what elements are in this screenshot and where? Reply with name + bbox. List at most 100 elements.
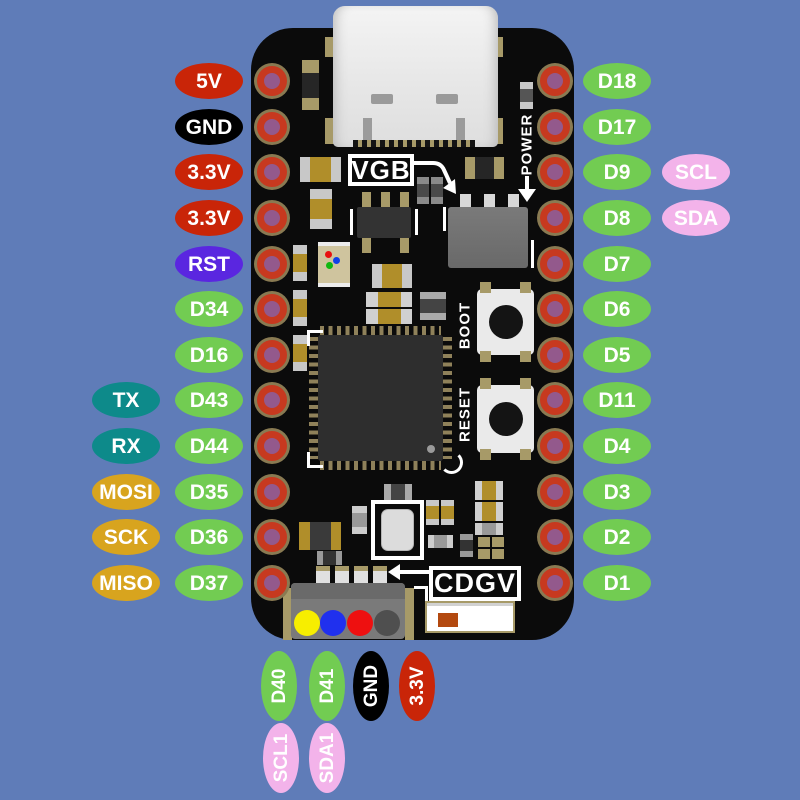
jst-wire-dot xyxy=(374,610,400,636)
pin-hole xyxy=(257,431,287,461)
switch-knob xyxy=(438,613,458,627)
cdgv-label: CDGV xyxy=(433,568,516,598)
pin-hole xyxy=(257,203,287,233)
capacitor xyxy=(366,292,412,307)
pin-hole xyxy=(540,112,570,142)
pin-label-d5: D5 xyxy=(583,337,651,373)
usb-slot xyxy=(371,94,393,104)
pin-label-d4: D4 xyxy=(583,428,651,464)
usb-pins-strip xyxy=(353,140,475,147)
pin-label-3.3v: 3.3V xyxy=(175,200,243,236)
pin-hole xyxy=(540,294,570,324)
pin-label-tx: TX xyxy=(92,382,160,418)
pin-hole xyxy=(257,340,287,370)
pin-label-sda: SDA xyxy=(662,200,730,236)
regulator-leg xyxy=(362,192,371,208)
capacitor xyxy=(384,484,412,500)
jst-rail xyxy=(283,588,292,640)
power-device-leg xyxy=(484,194,495,209)
capacitor xyxy=(475,523,503,535)
boot-button xyxy=(477,282,534,362)
capacitor xyxy=(310,189,332,229)
led-red-dot xyxy=(325,251,332,258)
capacitor xyxy=(475,502,503,521)
rgb-led xyxy=(318,242,350,287)
pin-hole xyxy=(540,431,570,461)
pin-label-sda1: SDA1 xyxy=(309,723,345,793)
capacitor xyxy=(352,506,367,534)
pin-label-sck: SCK xyxy=(92,519,160,555)
pin-hole xyxy=(540,203,570,233)
silkscreen-mark xyxy=(350,209,353,235)
pin-label-d34: D34 xyxy=(175,291,243,327)
power-device-leg xyxy=(460,194,471,209)
vgb-label: VGB xyxy=(351,154,411,185)
pin-label-3.3v: 3.3V xyxy=(175,154,243,190)
pin-hole xyxy=(257,112,287,142)
silkscreen-mark xyxy=(414,586,428,589)
pin-hole xyxy=(540,477,570,507)
reset-silkscreen: RESET xyxy=(456,387,474,443)
button-plunger xyxy=(488,402,523,436)
jst-connector xyxy=(291,583,405,639)
jst-wire-dot xyxy=(294,610,320,636)
pin-hole xyxy=(540,249,570,279)
jst-wire-dot xyxy=(347,610,373,636)
capacitor xyxy=(420,292,446,320)
pin-label-d3: D3 xyxy=(583,474,651,510)
pin-label-d6: D6 xyxy=(583,291,651,327)
main-chip xyxy=(318,335,443,461)
regulator-leg xyxy=(362,237,371,253)
capacitor xyxy=(441,500,454,525)
power-device-leg xyxy=(508,194,519,209)
reset-button xyxy=(477,378,534,460)
pin-label-d35: D35 xyxy=(175,474,243,510)
capacitor xyxy=(300,157,341,182)
jst-rail xyxy=(405,588,414,640)
capacitor xyxy=(293,335,307,371)
button-foot xyxy=(480,378,491,389)
pin-hole xyxy=(540,568,570,598)
silkscreen-corner xyxy=(307,452,323,468)
cdgv-silkscreen: CDGV xyxy=(429,566,521,601)
vgb-silkscreen: VGB xyxy=(348,154,414,186)
pin-label-gnd: GND xyxy=(353,651,389,721)
capacitor xyxy=(428,535,453,548)
button-foot xyxy=(520,351,531,362)
pin-label-d11: D11 xyxy=(583,382,651,418)
pin-label-d18: D18 xyxy=(583,63,651,99)
pin-label-scl: SCL xyxy=(662,154,730,190)
pin-hole xyxy=(257,157,287,187)
pin-hole xyxy=(257,522,287,552)
button-plunger xyxy=(488,305,523,339)
silkscreen-mark xyxy=(415,209,418,235)
solder-pad xyxy=(478,549,490,559)
regulator-leg xyxy=(400,192,409,208)
pin-hole xyxy=(540,157,570,187)
button-foot xyxy=(520,282,531,293)
chip-pins xyxy=(309,337,318,459)
pin-label-d17: D17 xyxy=(583,109,651,145)
pin-hole xyxy=(257,66,287,96)
pin-label-d44: D44 xyxy=(175,428,243,464)
chip-pin1-dot xyxy=(427,445,435,453)
regulator-leg xyxy=(381,192,390,208)
pin-label-d7: D7 xyxy=(583,246,651,282)
usb-leg xyxy=(456,118,465,144)
button-foot xyxy=(480,449,491,460)
regulator-leg xyxy=(400,237,409,253)
crystal-body xyxy=(381,509,414,551)
pin-hole xyxy=(257,294,287,324)
silkscreen-mark xyxy=(443,207,446,231)
capacitor xyxy=(366,309,412,324)
silkscreen-corner xyxy=(307,330,323,346)
capacitor xyxy=(317,551,342,565)
solder-pad xyxy=(492,537,504,547)
solder-pad xyxy=(492,549,504,559)
pin-label-d36: D36 xyxy=(175,519,243,555)
led-blue-dot xyxy=(333,257,340,264)
pin-hole xyxy=(257,568,287,598)
silkscreen-mark xyxy=(531,240,534,268)
pin-label-scl1: SCL1 xyxy=(263,723,299,793)
